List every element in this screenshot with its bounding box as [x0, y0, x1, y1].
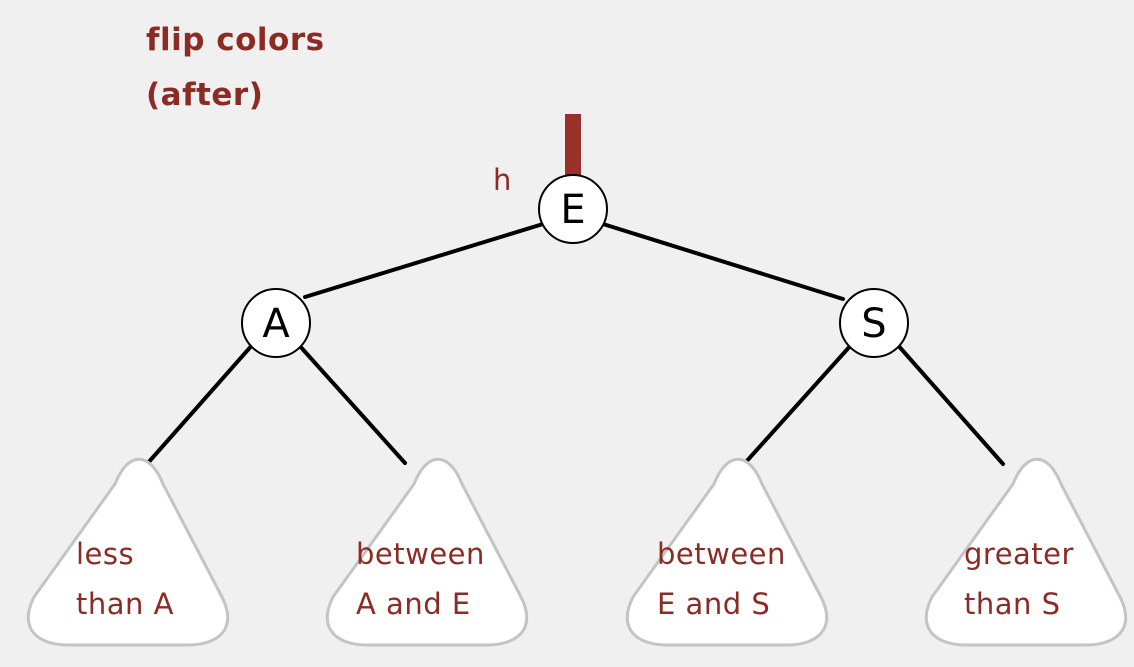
title-line-2: (after) [146, 77, 264, 113]
subtree-2-line-1: between [356, 537, 485, 571]
subtree-3-line-2: E and S [657, 587, 770, 621]
link-a-subtree-1 [145, 341, 256, 466]
subtree-between-a-and-e [326, 457, 528, 647]
node-e-label: E [560, 187, 585, 233]
node-s: S [839, 288, 909, 358]
link-e-s [601, 222, 845, 301]
subtree-4-line-1: greater [964, 537, 1074, 571]
node-s-label: S [861, 301, 886, 347]
link-s-subtree-3 [743, 342, 854, 465]
pointer-label-h: h [493, 163, 511, 197]
title-line-1: flip colors [146, 22, 325, 58]
link-s-subtree-4 [894, 341, 1005, 466]
subtree-between-e-and-s [626, 457, 828, 647]
subtree-3-line-1: between [657, 537, 786, 571]
link-a-subtree-2 [296, 342, 407, 465]
subtree-1-line-1: less [76, 537, 134, 571]
node-e: E [538, 174, 608, 244]
subtree-4-line-2: than S [964, 587, 1061, 621]
red-link-to-parent [565, 114, 581, 178]
node-a: A [241, 288, 311, 358]
node-a-label: A [262, 301, 290, 347]
link-e-a [303, 222, 545, 299]
subtree-1-line-2: than A [76, 587, 174, 621]
subtree-greater-than-s [925, 457, 1127, 647]
subtree-less-than-a [27, 457, 229, 647]
subtree-2-line-2: A and E [356, 587, 471, 621]
